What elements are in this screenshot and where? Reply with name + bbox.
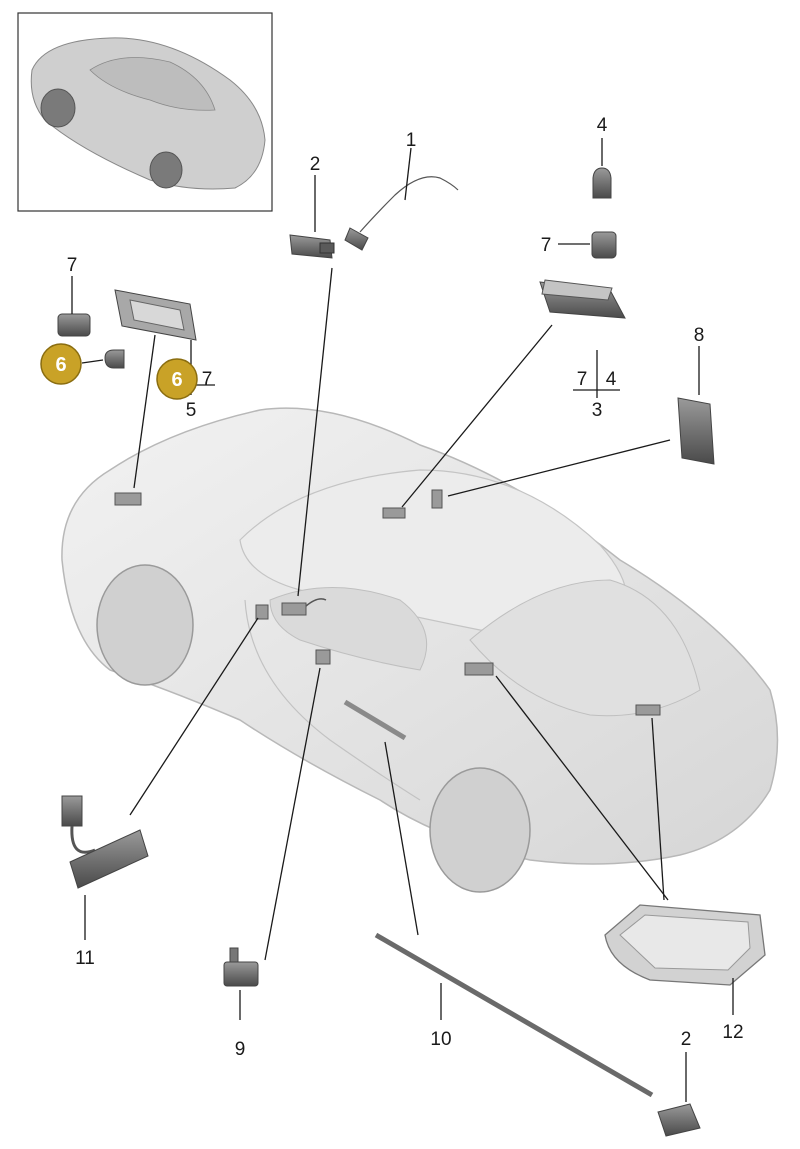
location-interior-light — [382, 507, 406, 519]
part-7-left-shape — [57, 313, 91, 337]
arrow-3-to-interior — [401, 324, 553, 508]
part-2-bottom-shape — [657, 1103, 701, 1137]
location-sill-switch — [315, 649, 331, 665]
arrow-10-to-strip — [384, 741, 419, 936]
location-a-pillar-part — [255, 604, 269, 620]
vehicle-part-locations — [114, 489, 661, 741]
part-4-bulb — [592, 167, 612, 199]
label-5: 5 — [186, 400, 197, 421]
part-12-rear-light — [604, 904, 766, 986]
part-1-cable-harness — [344, 176, 459, 251]
part-6-small-bulb — [104, 349, 125, 369]
vehicle-front-wheel — [96, 564, 194, 686]
vehicle-rear-wheel — [429, 767, 531, 893]
part-10-light-strip — [374, 932, 654, 1098]
part-3-top — [541, 279, 613, 301]
badge-6-right-text: 6 — [171, 369, 182, 391]
part-7-right-socket — [591, 231, 617, 259]
part-2-bottom-switch — [657, 1103, 701, 1137]
label-10: 10 — [430, 1029, 451, 1050]
part-11-body — [69, 829, 149, 889]
label-8: 8 — [694, 325, 705, 346]
label-7-right: 7 — [541, 235, 552, 256]
thumbnail-front-wheel — [40, 88, 76, 128]
label-3-sub-4: 4 — [606, 369, 617, 390]
vehicle-rear-window — [469, 579, 701, 717]
part-1-shape — [359, 176, 459, 233]
label-7-left: 7 — [67, 255, 78, 276]
location-rear-light-b — [635, 704, 661, 716]
arrow-12-to-light-b — [651, 717, 665, 901]
arrow-11-to-pillar — [129, 617, 259, 816]
location-front-trunk-light — [114, 492, 142, 506]
location-rear-light-a — [464, 662, 494, 676]
main-vehicle — [61, 407, 779, 893]
badge-6-left-circle — [40, 343, 82, 385]
location-door-cable — [305, 598, 327, 607]
label-5-sub-7: 7 — [202, 369, 213, 390]
part-11-wiring-switch — [61, 795, 149, 889]
location-door-handle-strip — [343, 699, 407, 741]
label-4: 4 — [597, 115, 608, 136]
location-door-switch — [281, 602, 307, 616]
part-9-pin — [229, 947, 239, 963]
part-2-top-plug — [319, 242, 335, 254]
part-7-right-shape — [591, 231, 617, 259]
part-6-shape — [104, 349, 125, 369]
arrow-12-to-light-a — [495, 675, 669, 901]
arrow-8-to-unit — [447, 439, 671, 497]
callout-labels: 1 2 4 7 7 4 3 8 7 7 5 11 9 10 12 2 — [67, 115, 744, 1060]
arrow-5-to-front — [133, 334, 156, 489]
part-7-left-socket — [57, 313, 91, 337]
badge-6-right-circle — [156, 358, 198, 400]
part-1-end — [344, 227, 369, 251]
thumbnail-car-roof — [89, 57, 216, 111]
thumbnail-car-body — [30, 37, 266, 190]
badge-6-left[interactable]: 6 — [40, 343, 82, 385]
label-2-top: 2 — [310, 154, 321, 175]
badge-6-left-text: 6 — [55, 354, 66, 376]
label-1: 1 — [406, 130, 417, 151]
part-4-shape — [592, 167, 612, 199]
part-10-shape — [374, 932, 654, 1098]
leader-6-left — [81, 359, 104, 364]
leader-1 — [404, 147, 412, 201]
part-5-front-light-housing — [114, 289, 197, 341]
badge-6-right[interactable]: 6 — [156, 358, 198, 400]
part-8-control-unit — [677, 397, 715, 465]
label-11: 11 — [75, 948, 95, 969]
part-11-wire — [70, 825, 96, 854]
part-12-inner — [619, 914, 751, 971]
label-3-sub-7: 7 — [577, 369, 588, 390]
vehicle-side-window — [269, 587, 428, 671]
arrow-9-to-sill — [264, 667, 321, 961]
highlight-badges: 6 6 — [40, 343, 198, 400]
part-2-top-switch — [289, 234, 335, 259]
part-9-shape — [223, 961, 259, 987]
label-12: 12 — [722, 1022, 743, 1043]
part-5-inner — [129, 299, 185, 331]
location-control-unit — [431, 489, 443, 509]
label-3: 3 — [592, 400, 603, 421]
part-8-shape — [677, 397, 715, 465]
part-11-plug — [61, 795, 83, 827]
part-3-interior-light — [539, 279, 626, 319]
label-2-bottom: 2 — [681, 1029, 692, 1050]
part-9-sensor — [223, 947, 259, 987]
label-9: 9 — [235, 1039, 246, 1060]
vehicle-door-line — [244, 599, 421, 801]
thumbnail-rear-wheel — [149, 151, 183, 189]
vehicle-thumbnail — [17, 12, 273, 212]
arrow-2-to-door — [297, 267, 333, 597]
